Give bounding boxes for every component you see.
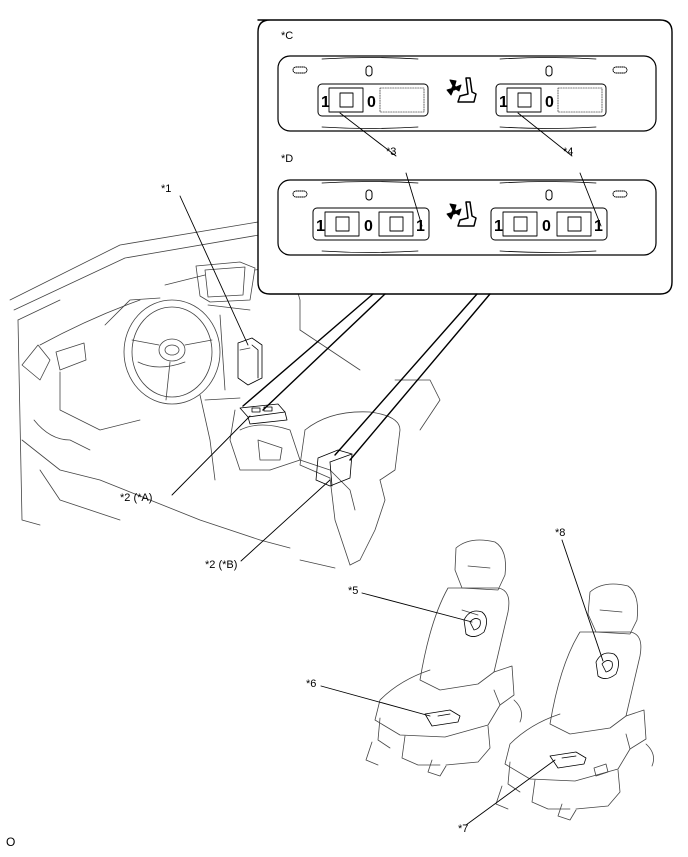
callout-1: *1 — [161, 183, 172, 195]
callout-7: *7 — [458, 823, 469, 835]
right-seat — [495, 583, 654, 821]
callout-8: *8 — [555, 527, 566, 539]
numeral-one: 1 — [499, 94, 508, 111]
callout-4: *4 — [563, 146, 574, 158]
numeral-one: 1 — [494, 218, 503, 235]
numeral-one: 1 — [321, 94, 330, 111]
numeral-zero: 0 — [545, 94, 554, 111]
panel-c-label: *C — [281, 30, 294, 42]
numeral-one: 1 — [316, 218, 325, 235]
callout-6: *6 — [306, 678, 317, 690]
callout-5: *5 — [348, 585, 359, 597]
panel-d-label: *D — [281, 153, 294, 165]
callout-2b: *2 (*B) — [205, 559, 238, 571]
figure-code: O — [6, 835, 16, 849]
callout-2a: *2 (*A) — [120, 492, 153, 504]
dashboard-drawing — [9, 209, 441, 569]
seat-fan-icon — [446, 201, 477, 227]
numeral-zero: 0 — [542, 218, 551, 235]
numeral-zero: 0 — [367, 94, 376, 111]
numeral-zero: 0 — [364, 218, 373, 235]
numeral-one: 1 — [594, 218, 603, 235]
seat-fan-icon — [446, 77, 477, 103]
switch-numerals: 1 0 1 0 1 0 1 1 0 1 — [316, 94, 603, 235]
numeral-one: 1 — [416, 218, 425, 235]
left-seat — [365, 539, 522, 777]
callout-3: *3 — [386, 146, 397, 158]
leader-lines — [171, 112, 604, 826]
